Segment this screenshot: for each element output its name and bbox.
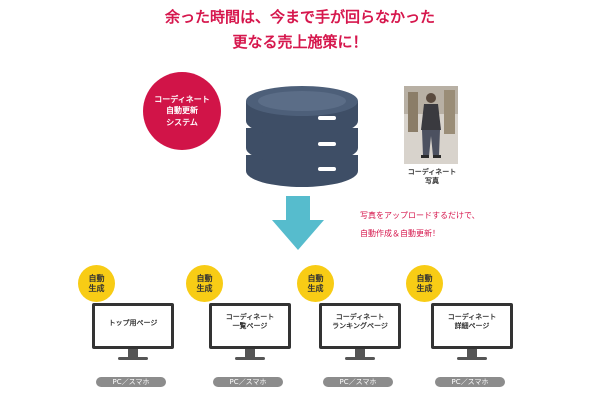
- device-pill: PC／スマホ: [435, 377, 505, 387]
- system-badge-line-3: システム: [166, 117, 198, 127]
- headline-line-2: 更なる売上施策に！: [232, 33, 368, 51]
- down-arrow-icon: [272, 196, 324, 250]
- photo-caption: コーディネート 写真: [400, 168, 464, 187]
- auto-badge-line-2: 生成: [307, 283, 324, 293]
- monitor-detail-page: コーディネート 詳細ページ: [430, 302, 514, 368]
- auto-badge-line-1: 自動: [416, 273, 433, 283]
- auto-badge-line-2: 生成: [416, 283, 433, 293]
- auto-badge-line-1: 自動: [196, 273, 213, 283]
- device-pill: PC／スマホ: [323, 377, 393, 387]
- upload-note: 写真をアップロードするだけで、 自動作成＆自動更新！: [360, 207, 500, 242]
- coordinate-photo: [404, 86, 458, 164]
- monitor-top-page: トップ用ページ: [91, 302, 175, 368]
- screen-label: コーディネート ランキングページ: [332, 313, 388, 331]
- upload-note-line-1: 写真をアップロードするだけで、: [360, 211, 480, 220]
- screen-label: コーディネート 一覧ページ: [225, 313, 275, 331]
- monitor-icon: [209, 303, 291, 360]
- photo-caption-line-1: コーディネート: [407, 168, 457, 176]
- auto-badge-line-1: 自動: [88, 273, 105, 283]
- screen-label: コーディネート 詳細ページ: [447, 313, 497, 331]
- monitor-list-page: コーディネート 一覧ページ: [208, 302, 292, 368]
- auto-badge-line-2: 生成: [196, 283, 213, 293]
- device-pill: PC／スマホ: [213, 377, 283, 387]
- database-icon: [246, 86, 358, 187]
- auto-badge: 自動 生成: [78, 265, 115, 302]
- monitor-icon: [92, 303, 174, 360]
- photo-caption-line-2: 写真: [425, 177, 439, 186]
- auto-badge: 自動 生成: [406, 265, 443, 302]
- device-pill: PC／スマホ: [96, 377, 166, 387]
- monitor-icon: [319, 303, 401, 360]
- auto-badge: 自動 生成: [297, 265, 334, 302]
- screen-label: トップ用ページ: [108, 319, 158, 327]
- monitor-ranking-page: コーディネート ランキングページ: [318, 302, 402, 368]
- headline-line-1: 余った時間は、今まで手が回らなかった: [164, 8, 435, 26]
- upload-note-line-2: 自動作成＆自動更新！: [360, 228, 440, 238]
- system-badge: コーディネート 自動更新 システム: [143, 72, 221, 150]
- monitor-icon: [431, 303, 513, 360]
- system-badge-line-2: 自動更新: [166, 106, 198, 116]
- auto-badge: 自動 生成: [186, 265, 223, 302]
- system-badge-line-1: コーディネート: [154, 94, 210, 104]
- auto-badge-line-2: 生成: [88, 283, 105, 293]
- auto-badge-line-1: 自動: [307, 273, 324, 283]
